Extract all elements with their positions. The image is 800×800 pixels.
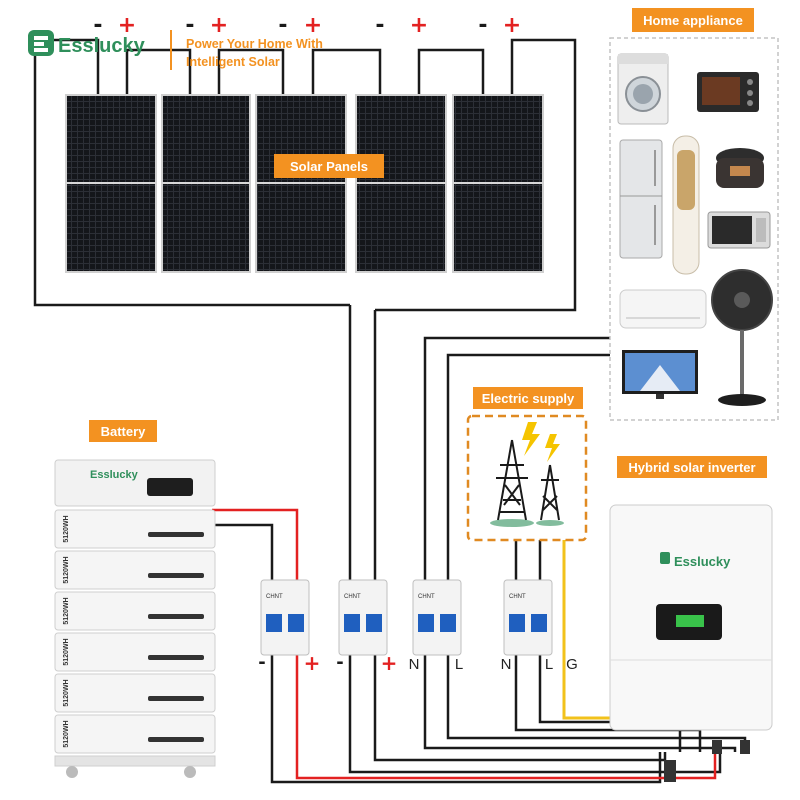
breaker-pv: CHNT — [338, 579, 388, 656]
rice-cooker-icon — [716, 148, 764, 188]
washing-machine-icon — [617, 53, 669, 125]
battery-module: 5120WH — [54, 673, 216, 713]
inverter-connector — [664, 760, 676, 782]
panel-2-negative-sign: - — [185, 13, 194, 38]
solar-panel — [255, 94, 347, 273]
battery-module: 5120WH — [54, 550, 216, 590]
tower-air-conditioner-icon — [672, 135, 700, 275]
ground-label: G — [566, 656, 578, 673]
battery-negative-label: - — [258, 652, 265, 673]
positive-wiring — [212, 508, 717, 780]
home-appliance-label: Home appliance — [643, 13, 743, 28]
battery-module: 5120WH — [54, 509, 216, 549]
breaker-grid: CHNT — [503, 579, 553, 656]
transmission-tower-icon — [496, 439, 560, 521]
load-line-label: L — [455, 656, 463, 673]
breaker-battery: CHNT — [260, 579, 310, 656]
grid-line-label: L — [545, 656, 553, 673]
solar-panels-label: Solar Panels — [274, 154, 384, 178]
brand-tagline-line2: Intelligent Solar — [186, 55, 280, 69]
hybrid-inverter: Hybrid solar inverter Esslucky — [609, 456, 773, 782]
refrigerator-icon — [619, 139, 663, 259]
television-icon — [622, 350, 698, 399]
panel-3-negative-sign: - — [278, 13, 287, 38]
panel-4-negative-sign: - — [375, 13, 384, 38]
battery-positive-label: + — [304, 651, 321, 675]
panel-3-positive-sign: + — [304, 13, 322, 38]
pv-negative-label: - — [336, 652, 343, 673]
battery-label: Battery — [101, 424, 147, 439]
battery-display — [147, 478, 193, 496]
battery-module-capacity: 5120WH — [63, 556, 70, 583]
microwave-icon — [707, 211, 771, 249]
hybrid-inverter-label: Hybrid solar inverter — [628, 460, 755, 475]
battery-module: 5120WH — [54, 714, 216, 754]
inverter-brand-name: Esslucky — [674, 554, 731, 569]
panel-5-positive-sign: + — [503, 13, 521, 38]
load-neutral-label: N — [409, 656, 420, 673]
breaker-load: CHNT — [412, 579, 462, 656]
battery-module-capacity: 5120WH — [63, 597, 70, 624]
breaker-brand: CHNT — [418, 594, 435, 600]
battery-module-capacity: 5120WH — [63, 679, 70, 706]
brand-logo: Esslucky Power Your Home With Intelligen… — [28, 30, 323, 70]
solar-panels-label-text: Solar Panels — [290, 159, 368, 174]
solar-panel-array — [65, 94, 544, 273]
panel-5-negative-sign: - — [478, 13, 487, 38]
dc-wiring — [33, 38, 747, 784]
panel-terminal-signs: - + - + - + - + - + — [93, 13, 521, 38]
battery-module-capacity: 5120WH — [63, 720, 70, 747]
solar-panel — [161, 94, 251, 273]
panel-4-positive-sign: + — [410, 13, 428, 38]
solar-panel — [355, 94, 447, 273]
battery-module: 5120WH — [54, 591, 216, 631]
wall-air-conditioner-icon — [619, 289, 707, 329]
grid-neutral-label: N — [501, 656, 512, 673]
battery-wheel-icon — [66, 766, 78, 778]
panel-1-positive-sign: + — [118, 13, 136, 38]
battery-module: 5120WH — [54, 632, 216, 672]
electric-supply-group: Electric supply — [466, 387, 588, 542]
solar-panel — [452, 94, 544, 273]
breaker-brand: CHNT — [344, 594, 361, 600]
pv-positive-label: + — [381, 651, 398, 675]
battery-module-capacity: 5120WH — [63, 515, 70, 542]
electric-supply-label: Electric supply — [482, 391, 575, 406]
brand-tagline-line1: Power Your Home With — [186, 37, 323, 51]
battery-brand-name: Esslucky — [90, 469, 139, 481]
breaker-brand: CHNT — [509, 594, 526, 600]
home-appliance-group: Home appliance — [609, 8, 779, 421]
breaker-terminal-labels: - + - + N L N L G — [258, 651, 578, 675]
standing-fan-icon — [711, 269, 773, 406]
breaker-brand: CHNT — [266, 594, 283, 600]
panel-1-negative-sign: - — [93, 13, 102, 38]
brand-name: Esslucky — [58, 35, 146, 57]
battery-wheel-icon — [184, 766, 196, 778]
panel-2-positive-sign: + — [210, 13, 228, 38]
inverter-logo-icon — [660, 552, 670, 564]
lightning-icon — [522, 422, 560, 462]
battery-stack: Battery Esslucky 5120WH 5120WH 5120WH 51… — [54, 420, 216, 778]
solar-panel — [65, 94, 157, 273]
battery-module-capacity: 5120WH — [63, 638, 70, 665]
oven-icon — [697, 72, 759, 112]
